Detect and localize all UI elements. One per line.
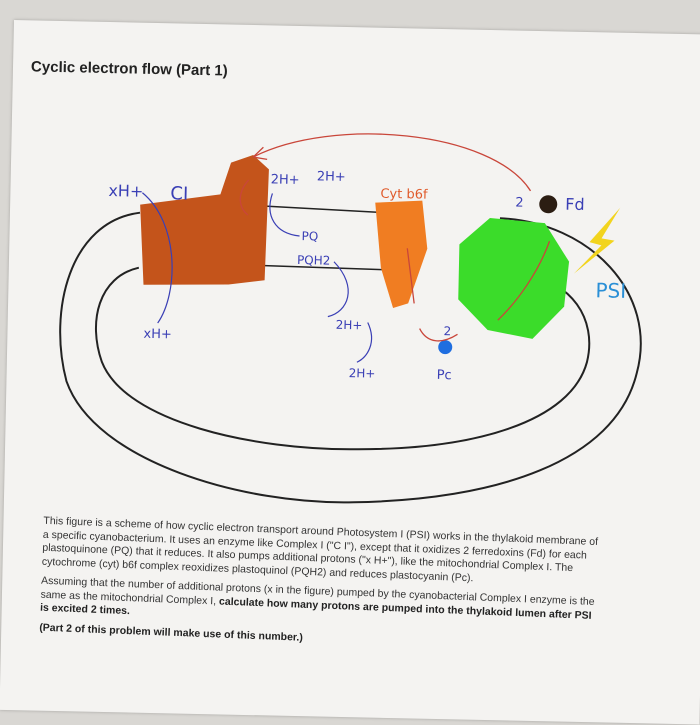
pc-dot xyxy=(438,340,453,355)
h2-mid-label: 2H+ xyxy=(336,318,363,333)
fd-dot xyxy=(539,195,558,214)
figure-svg: xH+ CI 2H+ 2H+ Cyt b6f 2 Fd PQ PQH2 PSI … xyxy=(59,133,642,504)
pqh2-label: PQH2 xyxy=(297,253,331,268)
worksheet-page: Cyclic electron flow (Part 1) xyxy=(0,20,700,725)
cyclic-arrowhead xyxy=(252,146,268,160)
page-title: Cyclic electron flow (Part 1) xyxy=(30,58,228,80)
b6f-internal-arrow xyxy=(406,248,415,304)
two-pc-label: 2 xyxy=(443,324,451,338)
cytb6f-label: Cyt b6f xyxy=(380,187,428,203)
h2-lumen-label: 2H+ xyxy=(349,366,376,381)
pqh2-arrow xyxy=(327,261,349,318)
lumen-h-arrow xyxy=(356,322,373,363)
fd-label: Fd xyxy=(565,195,585,214)
lightning-icon xyxy=(573,207,621,274)
pc-label: Pc xyxy=(436,368,451,383)
xh-top-label: xH+ xyxy=(108,181,143,201)
complex-i-shape xyxy=(140,155,269,285)
ci-label: CI xyxy=(170,183,188,204)
xh-bottom-label: xH+ xyxy=(143,327,172,343)
psi-internal-arrow xyxy=(497,241,551,321)
cytb6f-shape xyxy=(375,200,428,309)
h2-top-a-label: 2H+ xyxy=(271,172,300,188)
psi-label: PSI xyxy=(595,278,626,303)
pc-arrow xyxy=(419,328,458,342)
cyclic-electron-flow-figure: xH+ CI 2H+ 2H+ Cyt b6f 2 Fd PQ PQH2 PSI … xyxy=(23,90,672,543)
membrane-inner xyxy=(95,266,591,451)
pq-arrow xyxy=(269,193,300,237)
cyclic-electron-arrow xyxy=(252,133,532,192)
h2-top-b-label: 2H+ xyxy=(317,169,346,185)
xh-arrow xyxy=(142,192,173,324)
membrane-outer xyxy=(59,211,642,504)
psi-shape xyxy=(458,218,570,339)
problem-text: This figure is a scheme of how cyclic el… xyxy=(39,515,603,662)
pq-label: PQ xyxy=(301,229,318,243)
two-fd-label: 2 xyxy=(515,196,524,211)
ci-internal-arrow xyxy=(239,179,250,216)
